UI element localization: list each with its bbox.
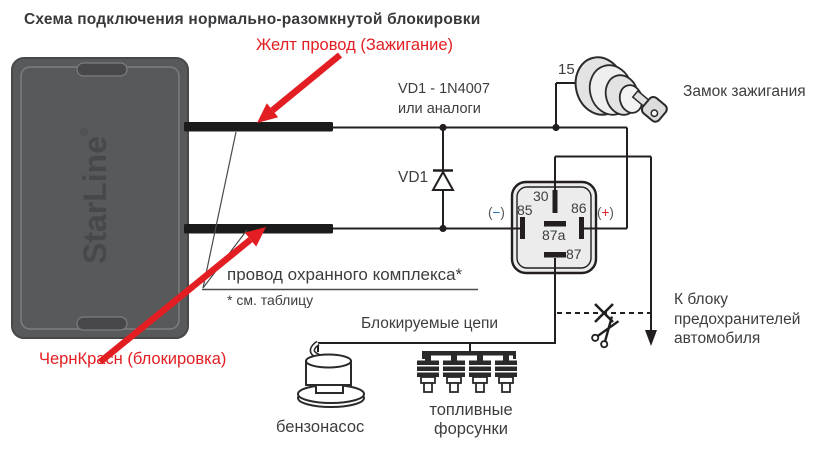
- pin30-bar: [552, 190, 558, 213]
- relay-pin-86-label: 86: [571, 200, 587, 216]
- junction-dots: [439, 123, 560, 233]
- black-red-wire-thick: [184, 224, 333, 234]
- relay-minus-label: (−): [488, 205, 505, 220]
- relay-pin-bars: [520, 190, 584, 258]
- terminal-15-label: 15: [558, 61, 575, 78]
- scissors-icon: [591, 316, 620, 349]
- relay-pin-87a-label: 87a: [542, 227, 566, 243]
- pin87-bar: [544, 252, 566, 258]
- relay-pin-87-label: 87: [566, 246, 582, 262]
- diode-symbol-icon: [431, 169, 455, 191]
- page-title: Схема подключения нормально-разомкнутой …: [24, 11, 481, 28]
- starline-logo: StarLine: [77, 136, 113, 264]
- fuel-injectors: [417, 355, 517, 393]
- diode-label: VD1: [398, 169, 429, 186]
- key-icon: [631, 89, 668, 123]
- blocked-circuits-label: Блокируемые цепи: [361, 315, 499, 332]
- starline-unit-icon: StarLine ®: [11, 57, 189, 339]
- injector-rail: [422, 351, 516, 359]
- relay-plus-label: (+): [597, 205, 614, 220]
- fuel-injector-icon: [443, 355, 465, 393]
- pin87-line: [317, 258, 556, 352]
- fuel-pump-icon: [297, 340, 365, 408]
- red-arrow-black-red-wire: [97, 227, 266, 365]
- relay-pin-30-label: 30: [533, 188, 549, 204]
- relay-pin-85-label: 85: [517, 202, 533, 218]
- pin30-line: [554, 155, 651, 191]
- diode-note-line1: VD1 - 1N4007: [398, 81, 490, 97]
- pin87a-bar: [544, 221, 566, 227]
- ignition-lock-label: Замок зажигания: [683, 83, 806, 100]
- yellow-wire-label: Желт провод (Зажигание): [256, 36, 454, 54]
- unit-top-notch: [76, 62, 128, 77]
- fuel-injector-icon: [495, 355, 517, 393]
- fuel-injector-icon: [469, 355, 491, 393]
- ignition-lock-icon: [574, 56, 668, 123]
- pin85-bar: [520, 217, 525, 239]
- fuse-box-arrowhead: [645, 330, 657, 346]
- diode-note-line2: или аналоги: [398, 101, 481, 117]
- injectors-label: топливные форсунки: [429, 401, 513, 438]
- pin86-line: [584, 127, 628, 230]
- pin86-bar: [579, 217, 584, 239]
- yellow-wire-thick: [184, 122, 333, 132]
- black-red-wire-label: ЧернКрасн (блокировка): [39, 350, 227, 368]
- fuse-box-label: К блоку предохранителей автомобиля: [674, 291, 801, 347]
- unit-bottom-notch: [76, 316, 128, 331]
- security-wire-label: провод охранного комплекса*: [227, 265, 463, 284]
- see-table-note: * см. таблицу: [227, 292, 314, 308]
- registered-mark: ®: [80, 127, 88, 139]
- fuel-pump-label: бензонасос: [276, 418, 365, 436]
- red-arrow-yellow-wire: [257, 52, 343, 123]
- fuel-injector-icon: [417, 355, 439, 393]
